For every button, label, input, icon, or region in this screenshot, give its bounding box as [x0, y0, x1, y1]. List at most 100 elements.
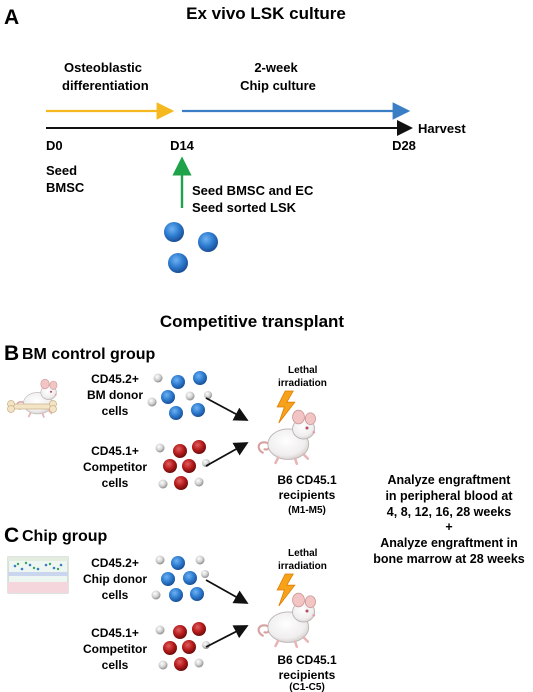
seed-bmsc-line1: Seed [46, 163, 77, 178]
b-competitor-line1: CD45.1+ [91, 444, 139, 458]
c-competitor-cell-cluster [155, 622, 210, 671]
harvest-label: Harvest [418, 121, 466, 136]
c-recipient-ids: (C1-C5) [289, 682, 325, 692]
red-cell [182, 640, 196, 654]
b-irradiation-line1: Lethal [288, 365, 318, 376]
analysis-text: Analyze engraftment in peripheral blood … [373, 473, 525, 566]
red-cell [163, 459, 177, 473]
donor-mouse-icon [7, 378, 59, 419]
red-cell [182, 459, 196, 473]
bone-icon [7, 400, 57, 413]
gray-cell [194, 658, 204, 668]
gray-cell [155, 625, 165, 635]
red-cell [192, 622, 206, 636]
red-cell [192, 440, 206, 454]
panel-c-letter: C [4, 524, 19, 547]
lsk-cell [198, 232, 218, 252]
b-irradiation-line2: irradiation [278, 378, 327, 389]
panel-a-letter: A [4, 6, 19, 29]
recipient-mouse-icon [257, 408, 317, 466]
red-cell [163, 641, 177, 655]
c-donor-line2: Chip donor [83, 572, 147, 586]
seed-bmsc-line2: BMSC [46, 180, 85, 195]
b-recipients-line1: B6 CD45.1 [277, 473, 337, 487]
gray-cell [201, 570, 209, 578]
d14-label: D14 [170, 138, 195, 153]
analysis-line4: + [445, 520, 452, 534]
phase2-line2: Chip culture [240, 78, 316, 93]
phase1-line2: differentiation [62, 78, 149, 93]
b-competitor-arrow [205, 442, 249, 467]
b-recipients-line2: recipients [279, 488, 336, 502]
c-irradiation-line1: Lethal [288, 548, 318, 559]
b-donor-arrow [205, 397, 249, 421]
panel-c-title: Chip group [22, 528, 108, 545]
gray-cell [195, 555, 205, 565]
analysis-line2: in peripheral blood at [385, 489, 513, 503]
blue-cell [161, 572, 175, 586]
gray-cell [151, 590, 161, 600]
blue-cell [190, 587, 204, 601]
c-competitor-line1: CD45.1+ [91, 626, 139, 640]
gray-cell [155, 443, 165, 453]
phase1-line1: Osteoblastic [64, 60, 142, 75]
c-recipients-line1: B6 CD45.1 [277, 653, 337, 667]
b-competitor-line3: cells [102, 476, 129, 490]
lsk-cell [164, 222, 184, 242]
c-irradiation-line2: irradiation [278, 561, 327, 572]
blue-cell [161, 390, 175, 404]
panel-a-title: Ex vivo LSK culture [186, 4, 346, 23]
red-cell [174, 657, 188, 671]
lsk-cell [168, 253, 188, 273]
b-donor-cell-cluster [147, 371, 212, 420]
analysis-line5: Analyze engraftment in [380, 536, 518, 550]
gray-cell [147, 397, 157, 407]
seed-d14-line1: Seed BMSC and EC [192, 183, 314, 198]
red-cell [173, 444, 187, 458]
chip-icon [7, 556, 69, 594]
phase2-line1: 2-week [254, 60, 298, 75]
panel-b-title: BM control group [22, 346, 156, 363]
analysis-line6: bone marrow at 28 weeks [373, 552, 525, 566]
analysis-line1: Analyze engraftment [388, 473, 512, 487]
lsk-cells [164, 222, 218, 273]
panel-b-letter: B [4, 342, 19, 365]
c-competitor-arrow [205, 625, 249, 648]
gray-cell [204, 391, 212, 399]
d28-label: D28 [392, 138, 416, 153]
b-competitor-cell-cluster [155, 440, 210, 490]
b-donor-line2: BM donor [87, 388, 143, 402]
gray-cell [158, 660, 168, 670]
c-competitor-line2: Competitor [83, 642, 147, 656]
lightning-icon [276, 573, 296, 607]
gray-cell [158, 479, 168, 489]
c-competitor-line3: cells [102, 658, 129, 672]
seed-d14-line2: Seed sorted LSK [192, 200, 297, 215]
lightning-icon [276, 390, 296, 424]
competitive-title: Competitive transplant [160, 312, 345, 331]
c-donor-cell-cluster [151, 555, 209, 602]
c-donor-line1: CD45.2+ [91, 556, 139, 570]
blue-cell [169, 588, 183, 602]
c-donor-line3: cells [102, 588, 129, 602]
b-competitor-line2: Competitor [83, 460, 147, 474]
b-donor-line1: CD45.2+ [91, 372, 139, 386]
b-recipient-ids: (M1-M5) [288, 505, 326, 516]
gray-cell [202, 641, 210, 649]
blue-cell [171, 556, 185, 570]
gray-cell [153, 373, 163, 383]
blue-cell [169, 406, 183, 420]
blue-cell [171, 375, 185, 389]
recipient-mouse-icon [257, 591, 317, 649]
c-donor-arrow [205, 579, 249, 604]
c-recipients-line2: recipients [279, 668, 336, 682]
red-cell [174, 476, 188, 490]
gray-cell [155, 555, 165, 565]
red-cell [173, 625, 187, 639]
b-donor-line3: cells [102, 404, 129, 418]
blue-cell [191, 403, 205, 417]
blue-cell [193, 371, 207, 385]
d0-label: D0 [46, 138, 63, 153]
gray-cell [185, 391, 195, 401]
